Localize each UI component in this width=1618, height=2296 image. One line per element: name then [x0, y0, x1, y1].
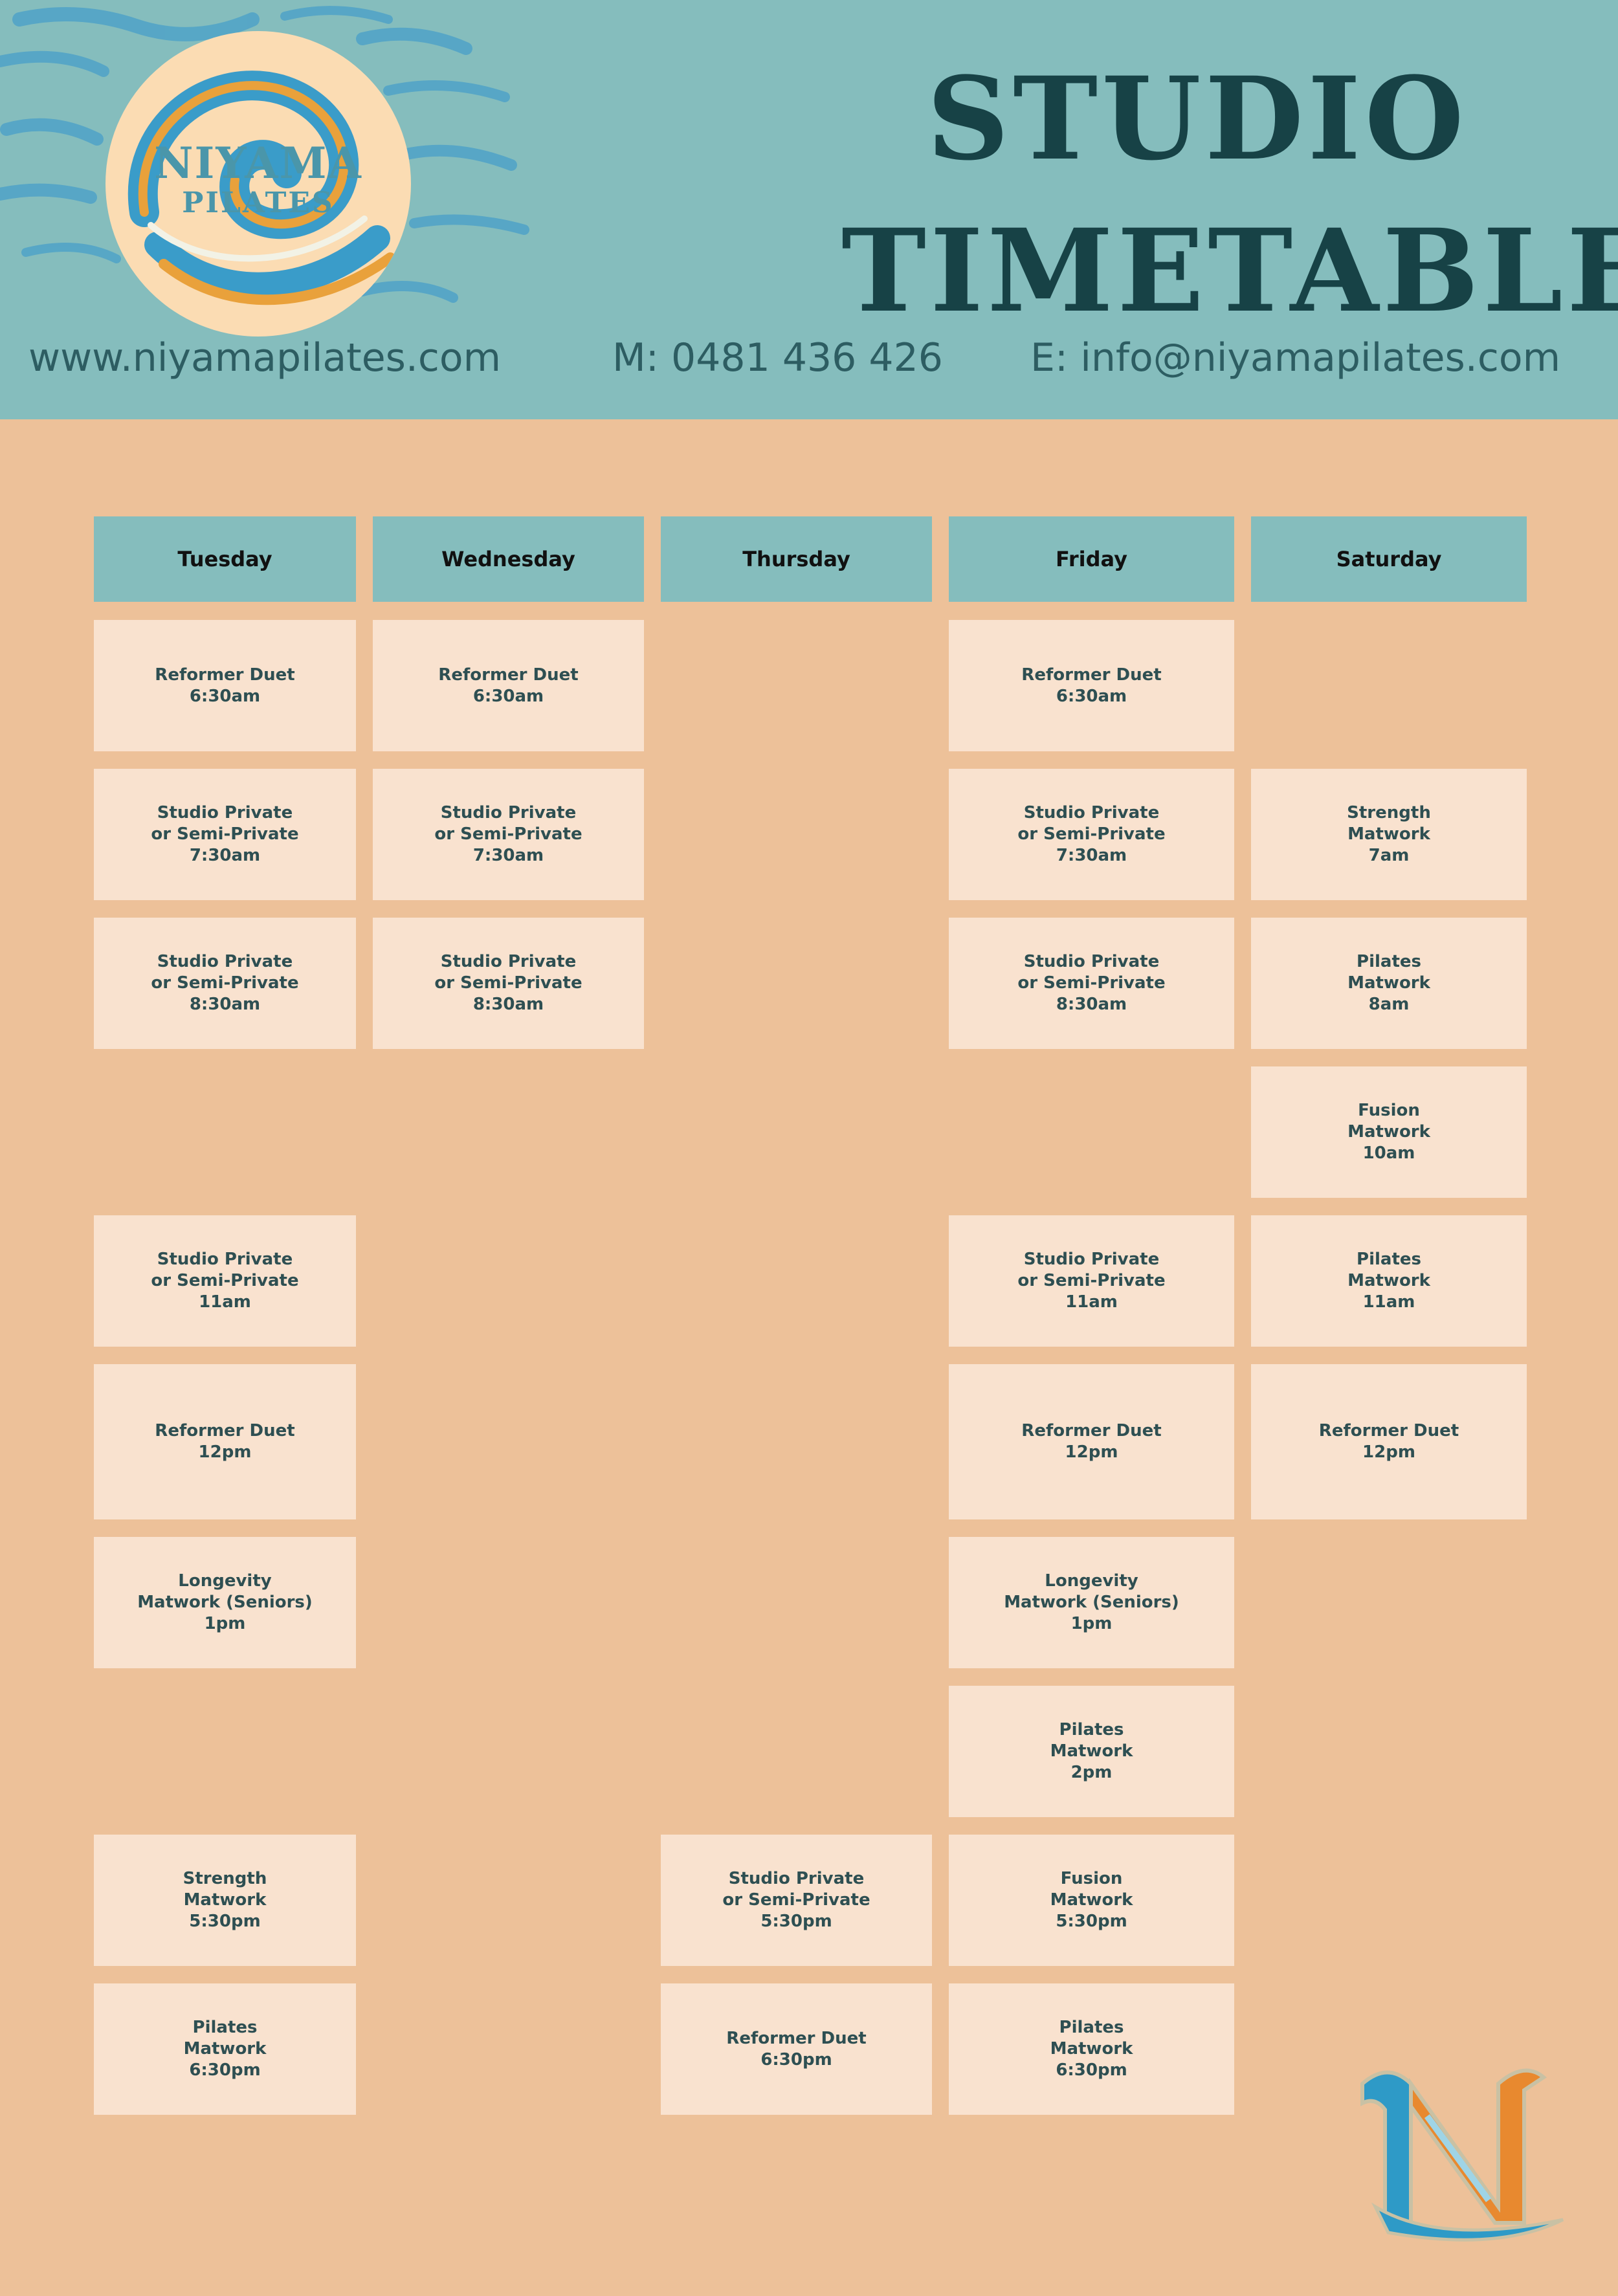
class-slot: Reformer Duet 6:30am [94, 620, 356, 751]
niyama-pilates-logo: NIYAMA PILATES [105, 31, 411, 337]
day-header: Tuesday [94, 516, 356, 602]
logo-brand-subtitle: PILATES [182, 186, 335, 219]
email-link[interactable]: E: info@niyamapilates.com [1030, 335, 1561, 381]
class-slot: Pilates Matwork 2pm [949, 1686, 1234, 1817]
class-slot: Pilates Matwork 6:30pm [94, 1983, 356, 2115]
class-slot: Fusion Matwork 10am [1251, 1066, 1527, 1198]
day-header: Thursday [661, 516, 932, 602]
page-title-line-1: STUDIO [927, 52, 1468, 186]
day-header: Wednesday [373, 516, 644, 602]
class-slot: Pilates Matwork 6:30pm [949, 1983, 1234, 2115]
class-slot: Reformer Duet 6:30am [949, 620, 1234, 751]
class-slot: Pilates Matwork 11am [1251, 1215, 1527, 1347]
class-slot: Longevity Matwork (Seniors) 1pm [949, 1537, 1234, 1668]
class-slot: Reformer Duet 6:30pm [661, 1983, 932, 2115]
class-slot: Studio Private or Semi-Private 7:30am [949, 769, 1234, 900]
class-slot: Fusion Matwork 5:30pm [949, 1835, 1234, 1966]
class-slot: Longevity Matwork (Seniors) 1pm [94, 1537, 356, 1668]
class-slot: Reformer Duet 6:30am [373, 620, 644, 751]
class-slot: Reformer Duet 12pm [94, 1364, 356, 1519]
class-slot: Strength Matwork 7am [1251, 769, 1527, 900]
day-header: Friday [949, 516, 1234, 602]
class-slot: Reformer Duet 12pm [1251, 1364, 1527, 1519]
class-slot: Studio Private or Semi-Private 11am [94, 1215, 356, 1347]
class-slot: Studio Private or Semi-Private 7:30am [94, 769, 356, 900]
page-title-line-2: TIMETABLE [841, 204, 1618, 338]
class-slot: Studio Private or Semi-Private 5:30pm [661, 1835, 932, 1966]
class-slot: Pilates Matwork 8am [1251, 918, 1527, 1049]
class-slot: Studio Private or Semi-Private 8:30am [949, 918, 1234, 1049]
class-slot: Studio Private or Semi-Private 8:30am [94, 918, 356, 1049]
day-header: Saturday [1251, 516, 1527, 602]
mosaic-wave-icon [128, 71, 395, 305]
class-slot: Strength Matwork 5:30pm [94, 1835, 356, 1966]
water-ripple-decoration [0, 6, 529, 303]
n-monogram-logo-icon [1360, 2068, 1564, 2242]
mobile-number[interactable]: M: 0481 436 426 [612, 335, 943, 381]
class-slot: Studio Private or Semi-Private 8:30am [373, 918, 644, 1049]
logo-brand-name: NIYAMA [154, 138, 362, 188]
class-slot: Studio Private or Semi-Private 11am [949, 1215, 1234, 1347]
header-banner: NIYAMA PILATES STUDIO TIMETABLE www.niya… [0, 0, 1618, 419]
website-link[interactable]: www.niyamapilates.com [28, 335, 502, 381]
class-slot: Studio Private or Semi-Private 7:30am [373, 769, 644, 900]
class-slot: Reformer Duet 12pm [949, 1364, 1234, 1519]
